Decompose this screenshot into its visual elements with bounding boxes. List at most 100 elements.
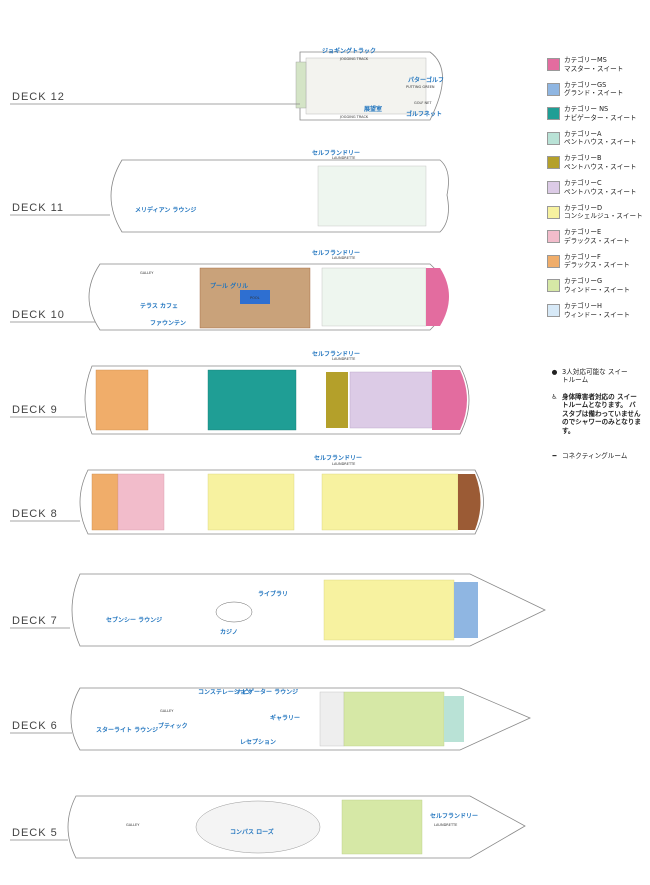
annotation: テラス カフェ <box>140 303 178 310</box>
dot-icon: ● <box>551 368 558 376</box>
small-label: LAUNDRETTE <box>332 357 355 361</box>
annotation: ナビゲーター ラウンジ <box>236 688 298 696</box>
symbol-text: コネクティングルーム <box>562 452 628 460</box>
legend-swatch <box>547 131 560 145</box>
deck-6: DECK 6 コンステレーション ナビゲーター ラウンジ スターライト ラウンジ… <box>10 687 531 751</box>
legend-category: カテゴリーE <box>564 228 602 237</box>
deck-label: DECK 5 <box>12 827 58 839</box>
legend-suite-name: ペントハウス・スイート <box>564 187 637 196</box>
legend-suite-name: グランド・スイート <box>564 89 624 98</box>
legend-category: カテゴリーH <box>564 301 602 310</box>
annotation: セルフランドリー <box>312 150 360 157</box>
deck-label: DECK 10 <box>12 309 65 321</box>
legend-category: カテゴリーC <box>564 178 602 187</box>
deck-label: DECK 9 <box>12 404 58 416</box>
small-label: GALLEY <box>126 823 140 827</box>
legend-category: カテゴリーF <box>564 252 601 261</box>
legend-swatch <box>547 254 560 268</box>
annotation: ファウンテン <box>150 319 186 327</box>
small-label: LAUNDRETTE <box>332 156 355 160</box>
small-label: LAUNDRETTE <box>434 823 457 827</box>
legend-swatch <box>547 180 560 194</box>
deck-11: DECK 11 セルフランドリー メリディアン ラウンジ LAUNDRETTE <box>10 150 449 233</box>
annotation: ゴルフネット <box>406 110 442 118</box>
small-label: GALLEY <box>140 271 154 275</box>
annotation: セルフランドリー <box>314 455 362 462</box>
deck-label: DECK 7 <box>12 615 58 627</box>
legend-swatch <box>547 156 560 170</box>
deck-7: DECK 7 セブンシー ラウンジ ライブラリ カジノ <box>10 573 546 647</box>
annotation: ジョギングトラック <box>322 47 376 55</box>
deck-10: DECK 10 セルフランドリー プール グリル テラス カフェ ファウンテン … <box>10 250 449 331</box>
legend-swatch <box>547 279 560 293</box>
deck-label: DECK 11 <box>12 202 64 214</box>
legend-suite-name: コンシェルジュ・スイート <box>564 212 643 221</box>
deck-12: DECK 12 ジョギングトラック パターゴルフ ゴルフネット 展望室 JOGG… <box>10 47 444 121</box>
annotation: スターライト ラウンジ <box>96 726 158 734</box>
small-label: POOL <box>250 296 260 300</box>
legend-suite-name: ウィンドー・スイート <box>564 285 630 294</box>
legend-category: カテゴリーD <box>564 203 603 212</box>
symbol-accessible: ♿ 身体障害者対応の スイートルームとなります。 バスタブは備わっていませんので… <box>547 393 642 435</box>
annotation: カジノ <box>220 629 238 636</box>
deck-label: DECK 6 <box>12 720 58 732</box>
legend-swatch <box>547 205 560 219</box>
deck-9: DECK 9 セルフランドリー LAUNDRETTE <box>10 351 470 435</box>
annotation: ブティック <box>158 722 188 730</box>
annotation: メリディアン ラウンジ <box>135 206 196 214</box>
small-label: JOGGING TRACK <box>339 115 369 119</box>
symbol-text: 3人対応可能な スイートルーム <box>562 368 628 385</box>
legend-swatch <box>547 58 560 71</box>
legend-category: カテゴリー NS <box>564 105 609 114</box>
legend-swatch <box>547 303 560 317</box>
legend-category: カテゴリーMS <box>564 56 607 64</box>
annotation: セルフランドリー <box>312 351 360 358</box>
legend-category: カテゴリーGS <box>564 80 607 89</box>
annotation: ギャラリー <box>270 714 300 722</box>
symbol-three-person: ● 3人対応可能な スイートルーム <box>547 368 634 385</box>
annotation: コンステレーション <box>198 689 252 696</box>
deck-5: DECK 5 セルフランドリー コンパス ローズ GALLEY LAUNDRET… <box>10 795 526 859</box>
small-label: GOLF NET <box>414 101 432 105</box>
small-label: LAUNDRETTE <box>332 256 355 260</box>
annotation: セルフランドリー <box>430 813 478 820</box>
annotation: レセプション <box>240 738 276 746</box>
small-label: JOGGING TRACK <box>339 57 369 61</box>
annotation: セルフランドリー <box>312 250 360 257</box>
legend-suite-name: デラックス・スイート <box>564 236 630 245</box>
small-label: GALLEY <box>160 709 174 713</box>
annotation: 展望室 <box>364 105 382 113</box>
small-label: LAUNDRETTE <box>332 462 355 466</box>
legend-swatch <box>547 230 560 244</box>
legend-suite-name: ナビゲーター・スイート <box>564 113 637 122</box>
small-label: PUTTING GREEN <box>406 85 435 89</box>
legend-suite-name: マスター・スイート <box>564 64 624 73</box>
annotation: パターゴルフ <box>408 76 444 84</box>
legend-suite-name: デラックス・スイート <box>564 261 630 270</box>
legend-suite-name: ウィンドー・スイート <box>564 310 630 319</box>
legend-suite-name: ペントハウス・スイート <box>564 138 637 147</box>
deck-label: DECK 12 <box>12 91 65 103</box>
annotation: コンパス ローズ <box>230 828 274 836</box>
symbol-text: 身体障害者対応の スイートルームとなります。 バスタブは備わっていませんのでシャ… <box>562 393 641 435</box>
legend-suite-name: ペントハウス・スイート <box>564 162 637 171</box>
legend-category: カテゴリーA <box>564 129 602 138</box>
